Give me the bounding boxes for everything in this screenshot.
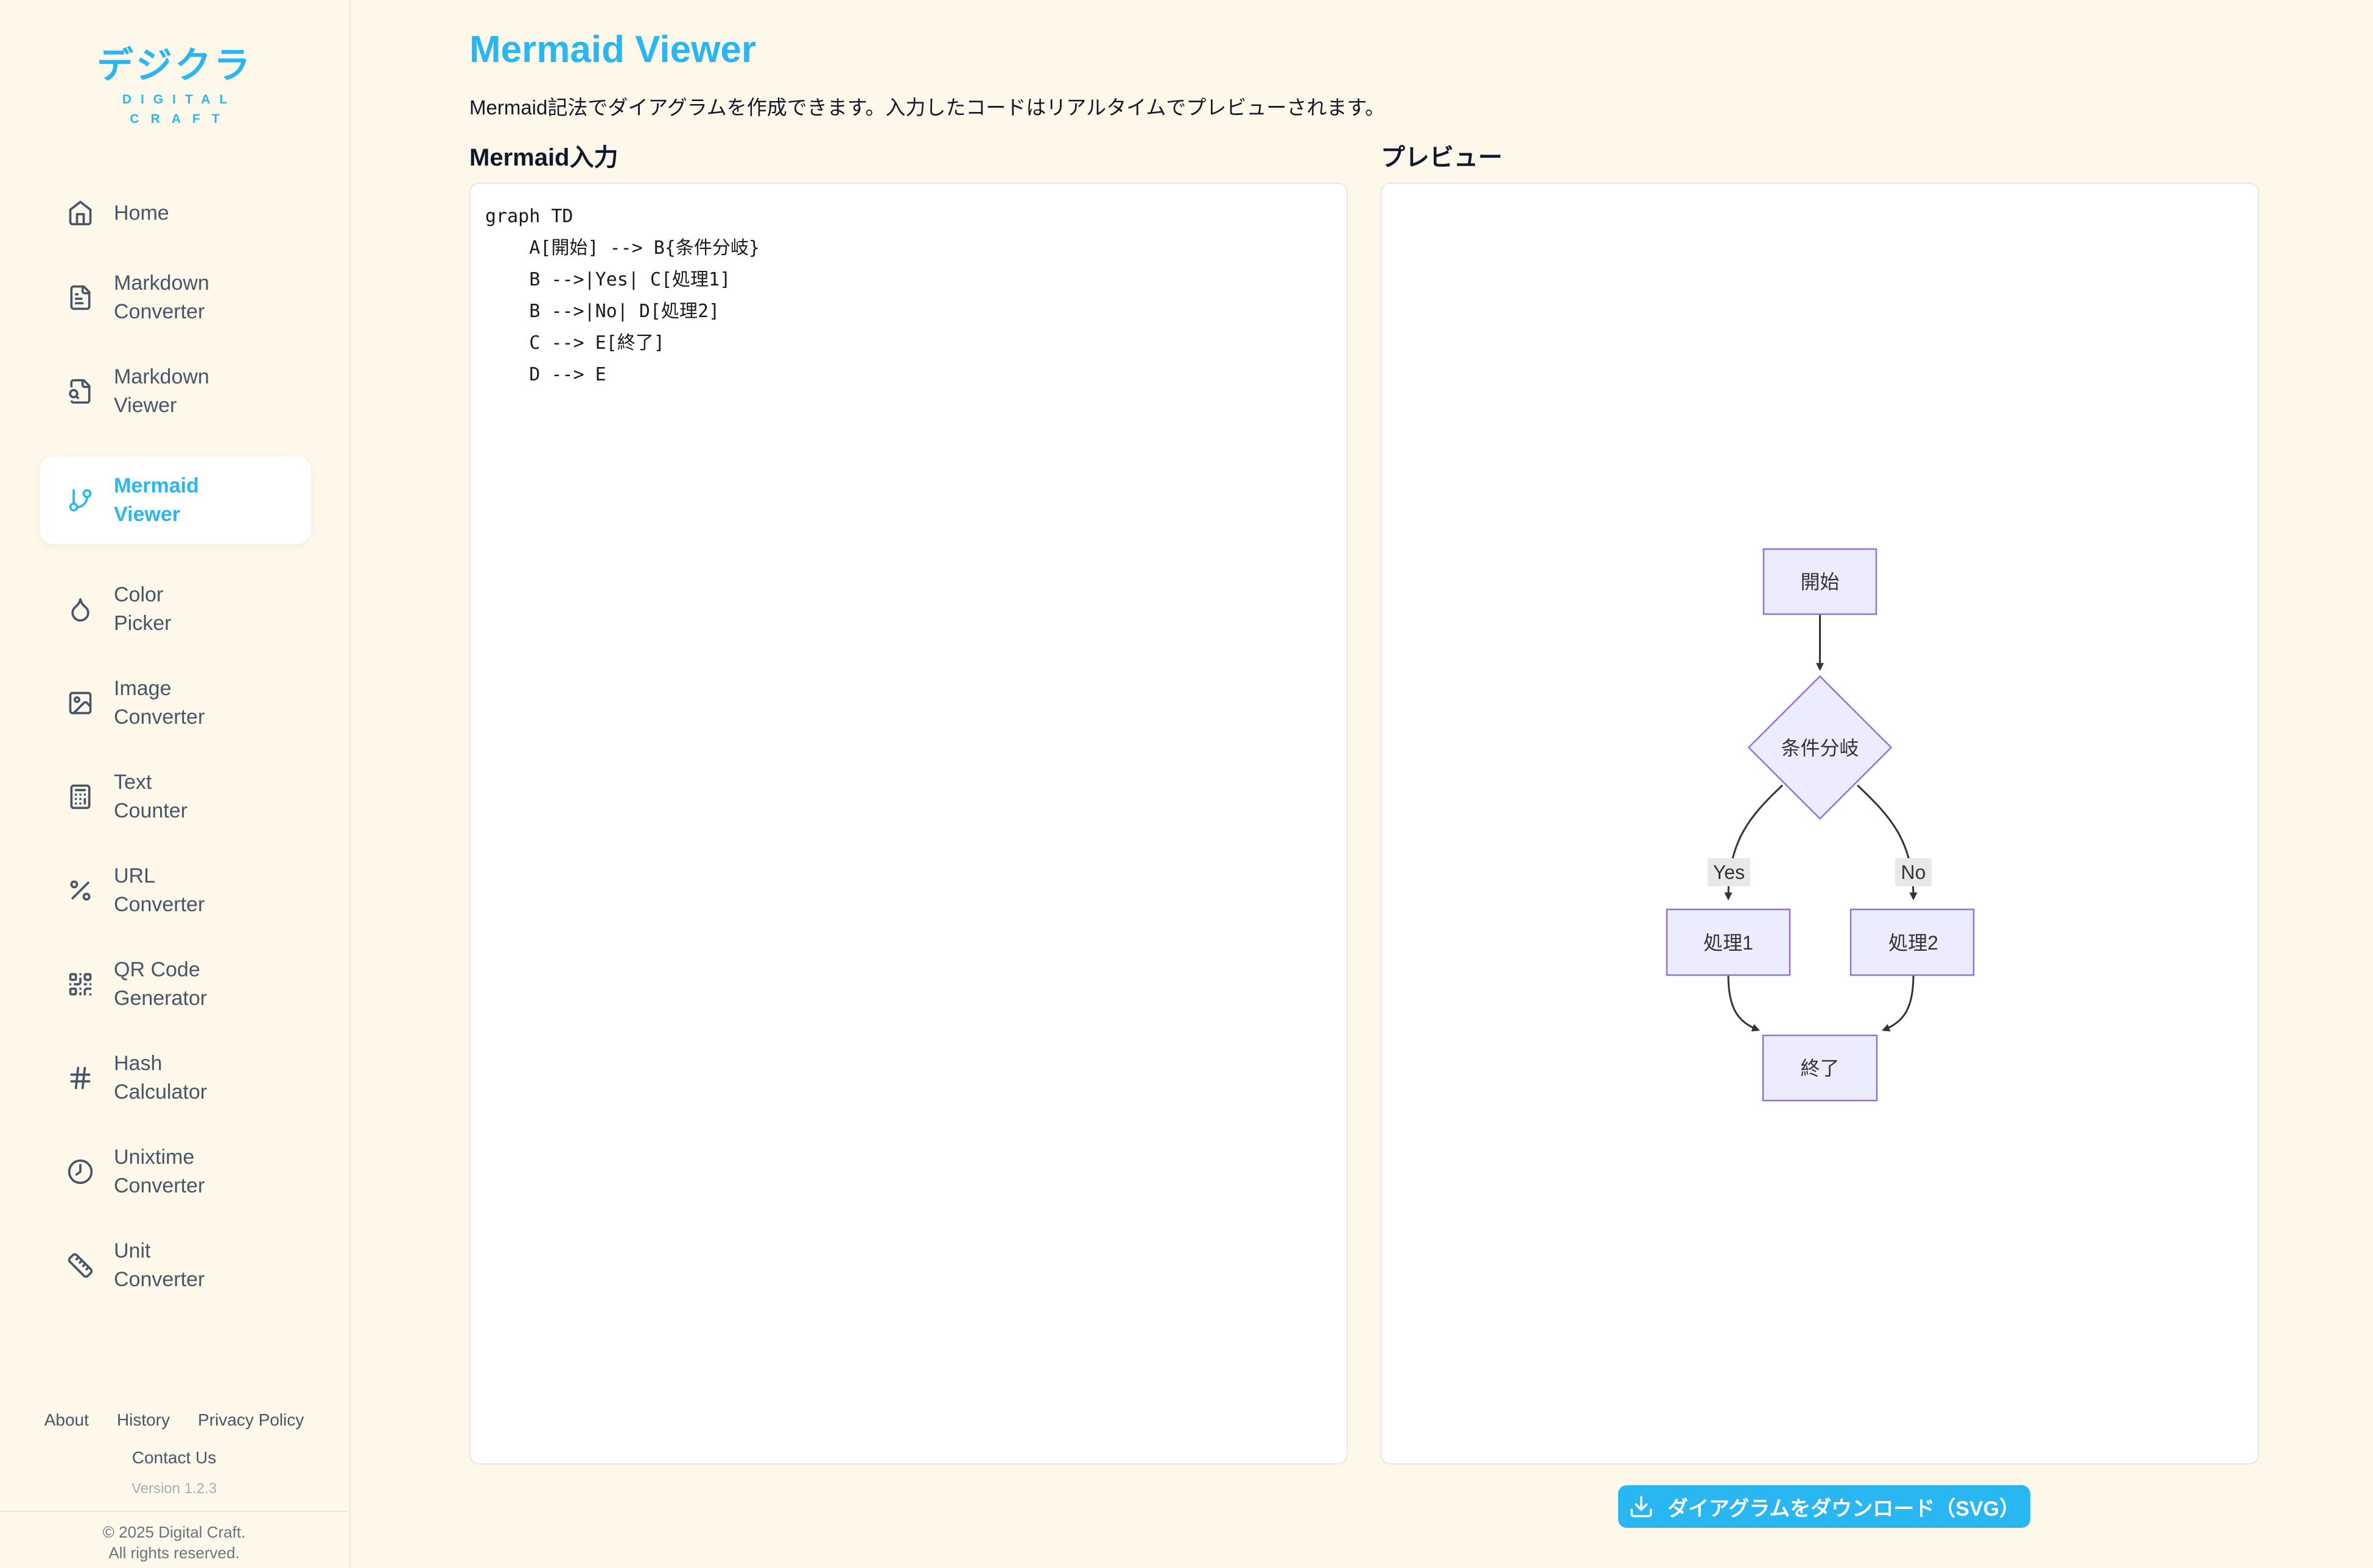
- sidebar-item-label: Image: [114, 677, 172, 700]
- footer-link-contact-us[interactable]: Contact Us: [131, 1448, 217, 1467]
- sidebar-item-label: Color: [114, 583, 164, 606]
- page-subtitle: Mermaid記法でダイアグラムを作成できます。入力したコードはリアルタイムでプ…: [469, 96, 1386, 119]
- svg-text:処理1: 処理1: [1703, 932, 1753, 954]
- svg-text:処理2: 処理2: [1888, 932, 1938, 954]
- sidebar-footer: About History Privacy Policy Contact Us …: [0, 1402, 348, 1568]
- edge-process2-to-end: [1881, 975, 1915, 1032]
- sidebar-item-label: QR Code: [114, 958, 200, 981]
- svg-text:条件分岐: 条件分岐: [1781, 737, 1859, 759]
- flow-node-process1: 処理1: [1666, 908, 1791, 976]
- footer-link-history[interactable]: History: [116, 1410, 170, 1429]
- footer-link-privacy-policy[interactable]: Privacy Policy: [198, 1410, 304, 1429]
- edge-label-no: No: [1895, 858, 1932, 886]
- sidebar-item-label: Markdown: [114, 365, 209, 388]
- footer-link-about[interactable]: About: [44, 1410, 89, 1429]
- edge-process1-to-end: [1727, 975, 1761, 1032]
- git-branch-icon: [67, 487, 94, 514]
- mermaid-input-panel: graph TD A[開始] --> B{条件分岐} B -->|Yes| C[…: [469, 183, 1348, 1465]
- droplet-icon: [67, 596, 94, 623]
- app-version: Version 1.2.3: [131, 1480, 217, 1497]
- input-section-heading: Mermaid入力: [469, 144, 619, 171]
- download-svg-button[interactable]: ダイアグラムをダウンロード（SVG）: [1618, 1485, 2030, 1528]
- file-text-icon: [67, 284, 94, 311]
- copyright: © 2025 Digital Craft. All rights reserve…: [102, 1523, 246, 1562]
- page-title: Mermaid Viewer: [469, 29, 756, 71]
- sidebar-item-label: Unit: [114, 1239, 151, 1262]
- logo-subtitle-craft: CRAFT: [130, 112, 231, 126]
- sidebar-item-label: Text: [114, 771, 152, 794]
- flow-node-process2: 処理2: [1849, 908, 1975, 976]
- file-search-icon: [67, 378, 94, 405]
- flow-node-decision: 条件分岐: [1747, 675, 1893, 820]
- sidebar-item-label: URL: [114, 864, 156, 887]
- svg-text:終了: 終了: [1800, 1057, 1839, 1079]
- hash-icon: [67, 1065, 94, 1091]
- preview-section-heading: プレビュー: [1381, 144, 1502, 171]
- mermaid-code-input[interactable]: graph TD A[開始] --> B{条件分岐} B -->|Yes| C[…: [471, 184, 1347, 1463]
- footer-divider: [0, 1511, 348, 1512]
- download-icon: [1630, 1496, 1652, 1517]
- logo-title: デジクラ: [97, 45, 253, 86]
- house-icon: [67, 200, 94, 226]
- logo-subtitle-digital: DIGITAL: [122, 93, 237, 107]
- edge-label-yes: Yes: [1708, 858, 1750, 886]
- preview-panel: 開始 条件分岐 Yes No 処理1: [1381, 183, 2259, 1465]
- mermaid-diagram: 開始 条件分岐 Yes No 処理1: [1666, 548, 1975, 1102]
- sidebar-item-label: Unixtime: [114, 1146, 195, 1169]
- sidebar-item-label: Hash: [114, 1052, 163, 1075]
- image-icon: [67, 690, 94, 716]
- clock-icon: [67, 1158, 94, 1185]
- footer-links: About History Privacy Policy: [0, 1410, 348, 1430]
- main-content: Mermaid Viewer Mermaid記法でダイアグラムを作成できます。入…: [351, 0, 2373, 1568]
- percent-icon: [67, 877, 94, 904]
- svg-text:Yes: Yes: [1713, 861, 1745, 883]
- sidebar-item-label: Mermaid: [114, 474, 199, 497]
- flow-node-end: 終了: [1762, 1034, 1878, 1102]
- flow-node-start: 開始: [1762, 548, 1877, 615]
- sidebar-item-label: Home: [114, 201, 169, 225]
- download-button-label: ダイアグラムをダウンロード（SVG）: [1667, 1497, 2021, 1521]
- svg-text:開始: 開始: [1800, 571, 1839, 593]
- sidebar-item-label: Markdown: [114, 271, 209, 295]
- sidebar-item-home[interactable]: Home: [0, 194, 349, 233]
- calculator-icon: [67, 783, 94, 810]
- qr-code-icon: [67, 971, 94, 998]
- logo[interactable]: デジクラ DIGITAL CRAFT: [0, 47, 349, 127]
- ruler-icon: [67, 1252, 94, 1279]
- svg-text:No: No: [1901, 861, 1926, 883]
